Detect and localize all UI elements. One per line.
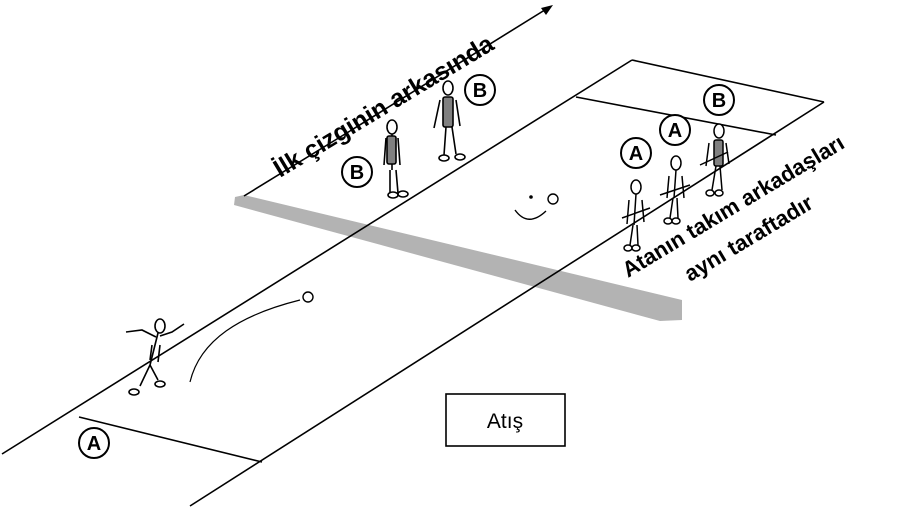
player-b-right — [699, 123, 730, 197]
player-a-right-1 — [621, 179, 651, 252]
player-a-right-2 — [659, 155, 691, 225]
court-dot — [529, 195, 533, 199]
throw-label: Atış — [487, 410, 523, 433]
court-ball — [547, 193, 559, 205]
marker-a-2: A — [659, 114, 691, 146]
svg-text:A: A — [629, 143, 643, 165]
direction-arrow — [349, 5, 553, 132]
svg-text:B: B — [350, 162, 364, 184]
ball-trajectory — [189, 299, 301, 383]
svg-text:A: A — [668, 120, 682, 142]
first-line-band — [234, 195, 682, 321]
throw-label-box: Atış — [445, 393, 566, 447]
court-arc-mark — [514, 209, 547, 220]
thrower-player — [125, 318, 185, 396]
svg-text:B: B — [473, 80, 487, 102]
marker-b-top: B — [464, 74, 496, 106]
marker-b-left: B — [341, 156, 373, 188]
marker-a-1: A — [620, 137, 652, 169]
marker-b-right: B — [703, 84, 735, 116]
player-b-1 — [383, 119, 409, 199]
thrown-ball — [302, 291, 314, 303]
court-lines — [1, 59, 825, 507]
player-b-2 — [433, 80, 466, 162]
marker-a-bottom: A — [78, 427, 110, 459]
svg-text:A: A — [87, 433, 101, 455]
svg-text:B: B — [712, 90, 726, 112]
